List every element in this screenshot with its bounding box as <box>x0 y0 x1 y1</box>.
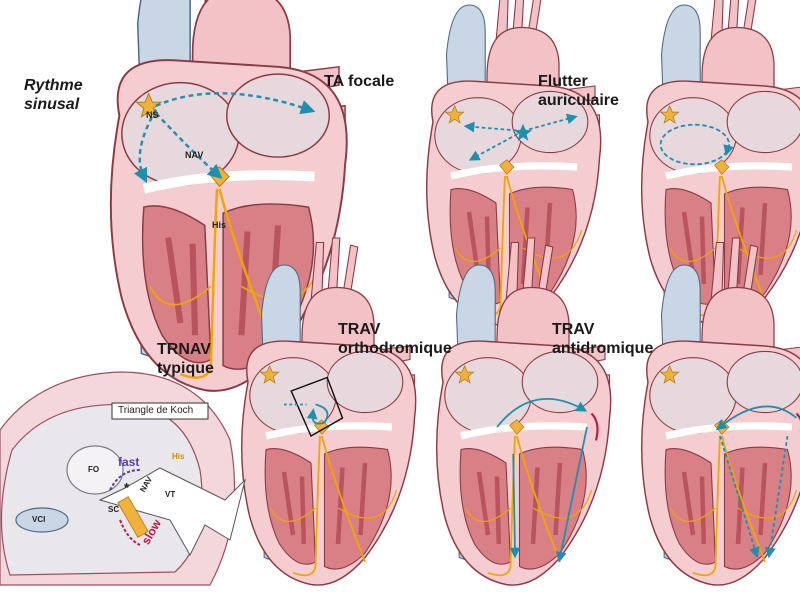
label-trav-ortho: TRAV orthodromique <box>338 321 452 357</box>
sinus-his-tag: His <box>212 220 226 230</box>
label-trav-anti: TRAV antidromique <box>552 321 654 357</box>
koch-sc: SC <box>108 505 120 514</box>
heart-flutter <box>642 0 800 325</box>
koch-vci: VCI <box>32 515 46 524</box>
koch-fo: FO <box>88 465 100 474</box>
label-flutter: Flutter auriculaire <box>538 73 619 109</box>
koch-vt: VT <box>165 490 176 499</box>
heart-ta-focale <box>427 0 601 325</box>
sinus-ns-tag: NS <box>146 110 159 120</box>
heart-trnav <box>242 238 416 585</box>
heart-rythme-sinusal <box>111 0 347 391</box>
label-trnav: TRNAV typique <box>157 341 214 377</box>
koch-triangle-inset <box>0 371 246 586</box>
heart-trav-ortho <box>437 238 611 585</box>
koch-his: His <box>172 452 185 461</box>
koch-asterisk: * <box>124 480 130 495</box>
label-rythme-sinusal: Rythme sinusal <box>24 77 83 113</box>
koch-fast: fast <box>118 455 140 469</box>
heart-trav-anti <box>642 238 800 585</box>
label-ta-focale: TA focale <box>324 73 395 90</box>
sinus-nav-tag: NAV <box>185 150 203 160</box>
koch-title: Triangle de Koch <box>118 405 194 416</box>
